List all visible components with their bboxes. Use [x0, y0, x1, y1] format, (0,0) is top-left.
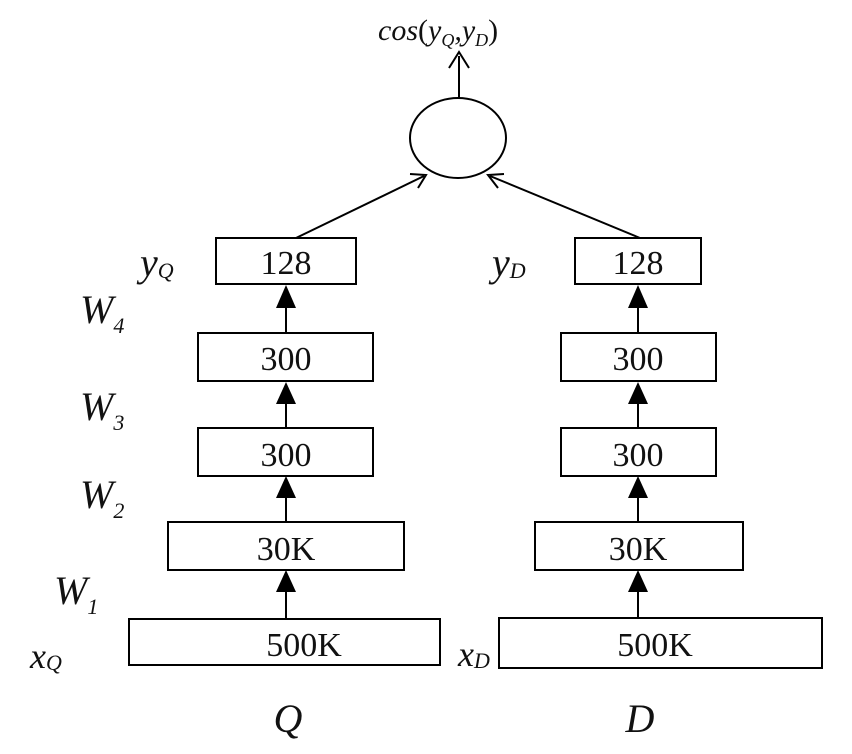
query-layer-128-label: 128: [261, 245, 312, 282]
query-layer-300-lower-label: 300: [261, 437, 312, 474]
weight-label-w3: W3: [80, 384, 124, 435]
doc-layer-300-lower-label: 300: [613, 437, 664, 474]
doc-layer-128-label: 128: [613, 245, 664, 282]
query-layer-500k: [128, 618, 441, 666]
weight-label-w4: W4: [80, 287, 124, 338]
query-tower: 128 300 300 30K 500K: [128, 237, 441, 666]
query-arrow-w3-head: [276, 382, 296, 404]
doc-tower: 128 300 300 30K 500K: [498, 237, 823, 669]
doc-output-label: yD: [488, 240, 526, 285]
doc-layer-300-upper-label: 300: [613, 341, 664, 378]
doc-arrow-1-head: [628, 570, 648, 592]
query-arrow-w2-head: [276, 476, 296, 498]
query-arrow-w1-head: [276, 570, 296, 592]
query-to-cosine-line: [295, 175, 425, 239]
query-arrow-w4-head: [276, 285, 296, 308]
doc-input-label: xD: [457, 634, 490, 674]
query-to-cosine-arrow-head: [409, 173, 428, 189]
doc-arrow-4-head: [628, 285, 648, 308]
doc-layer-500k-label: 500K: [617, 627, 693, 664]
weight-label-w1: W1: [54, 568, 98, 619]
query-layer-30k: [167, 521, 405, 571]
weight-label-w2: W2: [80, 472, 124, 523]
doc-layer-30k: [534, 521, 744, 571]
query-layer-300-upper-label: 300: [261, 341, 312, 378]
doc-arrow-3-head: [628, 382, 648, 404]
query-layer-500k-label: 500K: [266, 627, 342, 664]
query-input-label: xQ: [29, 636, 62, 676]
cosine-similarity-node: [409, 97, 507, 179]
query-layer-300-upper: [197, 332, 374, 382]
cosine-output-label: cos(yQ,yD): [378, 14, 498, 50]
doc-to-cosine-line: [489, 175, 641, 239]
query-layer-30k-label: 30K: [257, 531, 316, 568]
doc-arrow-2-head: [628, 476, 648, 498]
doc-layer-128: [574, 237, 702, 285]
doc-caption: D: [625, 696, 655, 741]
doc-layer-30k-label: 30K: [609, 531, 668, 568]
query-caption: Q: [274, 696, 303, 741]
doc-layer-500k: [498, 617, 823, 669]
doc-to-cosine-arrow-head: [486, 173, 505, 189]
output-arrow-head: [448, 50, 470, 69]
doc-layer-300-lower: [560, 427, 717, 477]
query-layer-128: [215, 237, 357, 285]
query-output-label: yQ: [136, 240, 174, 285]
